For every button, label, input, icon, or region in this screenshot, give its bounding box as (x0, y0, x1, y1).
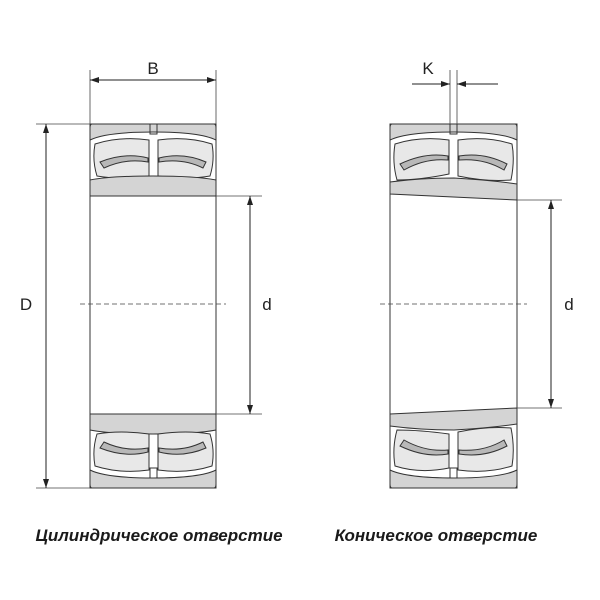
dimension-d-bore-left: d (216, 195, 272, 415)
bearing-left-bottom-inner-ring (89, 413, 217, 435)
bearing-left-top-inner-ring (89, 175, 217, 197)
dim-d-left-arrow-bottom (247, 405, 253, 414)
bearing-right-bottom-inner-ring (389, 407, 518, 431)
bearing-right-top-cage-right (458, 154, 508, 171)
bearing-left-top-lube-hole (149, 123, 158, 135)
dimension-d-outer: D (20, 123, 90, 489)
dim-b-label: B (147, 59, 158, 78)
dimension-k: K (412, 59, 498, 124)
dim-k-arrow-left (441, 81, 450, 87)
dimension-d-bore-right: d (517, 199, 574, 409)
dim-d-right-arrow-bottom (548, 399, 554, 408)
dim-k-arrow-right (457, 81, 466, 87)
bearing-right-top-outer-ring (389, 123, 518, 141)
dimension-b: B (89, 59, 217, 124)
bearing-right-top-inner-ring (389, 177, 518, 201)
dim-d-outer-label: D (20, 295, 32, 314)
bearing-left-top-outer-ring (89, 123, 217, 141)
caption-tapered-bore: Коническое отверстие (335, 526, 538, 545)
dim-d-left-arrow-top (247, 196, 253, 205)
bearing-right-top-lube-hole (449, 123, 458, 135)
bearing-left-bottom-cage (99, 441, 149, 455)
bearing-right-top-cage (399, 154, 449, 171)
caption-cylindrical-bore: Цилиндрическое отверстие (35, 526, 282, 545)
dim-b-arrow-left (90, 77, 99, 83)
bearing-right-bottom-cage-right (458, 439, 508, 456)
bearing-left-bottom-cage-right (158, 441, 207, 455)
bearing-left-top-cage-right (158, 155, 207, 169)
bearing-cylindrical-bore (80, 123, 226, 489)
dim-b-arrow-right (207, 77, 216, 83)
bearing-right-bottom-outer-ring (389, 469, 518, 489)
dim-d-right-label: d (564, 295, 573, 314)
dim-d-outer-arrow-top (43, 124, 49, 133)
bearing-right-bottom-lube-hole (449, 467, 458, 479)
dim-d-right-arrow-top (548, 200, 554, 209)
bearing-left-bottom-lube-hole (149, 467, 158, 479)
bearing-tapered-bore (380, 123, 527, 489)
dim-d-left-label: d (262, 295, 271, 314)
dim-d-outer-arrow-bottom (43, 479, 49, 488)
bearing-right-bottom-cage (399, 439, 449, 456)
bearing-left-bottom-outer-ring (89, 469, 217, 489)
dim-k-label: K (422, 59, 434, 78)
bearing-left-top-cage (99, 155, 149, 169)
